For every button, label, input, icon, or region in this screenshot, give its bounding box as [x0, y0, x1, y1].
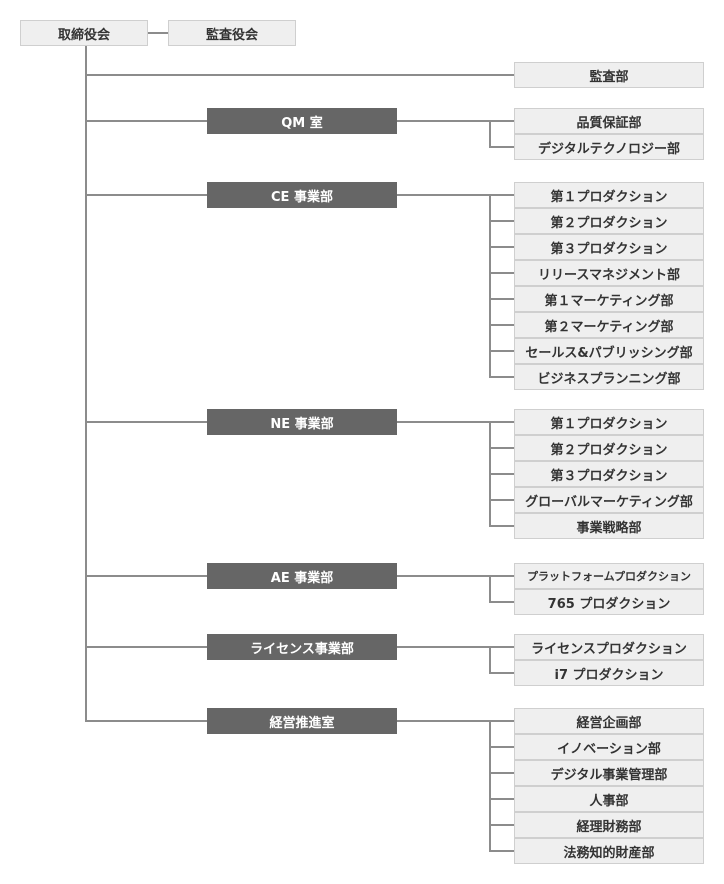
division-connector: [85, 421, 207, 423]
division-to-dept-connector: [397, 120, 514, 122]
department-box: 765 プロダクション: [514, 589, 704, 615]
board-of-directors-box: 取締役会: [20, 20, 148, 46]
department-box: セールス&パブリッシング部: [514, 338, 704, 364]
department-box: 経営企画部: [514, 708, 704, 734]
dept-connector: [489, 672, 514, 674]
department-box: 第１プロダクション: [514, 182, 704, 208]
audit-department-box: 監査部: [514, 62, 704, 88]
division-connector: [85, 194, 207, 196]
dept-connector: [489, 473, 514, 475]
dept-connector: [489, 850, 514, 852]
audit-dept-connector: [85, 74, 514, 76]
department-box: 第１プロダクション: [514, 409, 704, 435]
dept-connector: [489, 525, 514, 527]
dept-connector: [489, 824, 514, 826]
dept-connector: [489, 746, 514, 748]
board-auditors-connector: [148, 32, 168, 34]
division-box: CE 事業部: [207, 182, 397, 208]
dept-connector: [489, 324, 514, 326]
division-box: 経営推進室: [207, 708, 397, 734]
department-box: 法務知的財産部: [514, 838, 704, 864]
dept-connector: [489, 772, 514, 774]
dept-branch-line: [489, 120, 491, 148]
division-connector: [85, 646, 207, 648]
dept-connector: [489, 246, 514, 248]
department-box: 事業戦略部: [514, 513, 704, 539]
dept-connector: [489, 447, 514, 449]
dept-connector: [489, 376, 514, 378]
dept-branch-line: [489, 720, 491, 852]
department-box: 第３プロダクション: [514, 461, 704, 487]
division-to-dept-connector: [397, 421, 514, 423]
main-trunk-line: [85, 46, 87, 721]
division-to-dept-connector: [397, 194, 514, 196]
division-box: ライセンス事業部: [207, 634, 397, 660]
division-box: NE 事業部: [207, 409, 397, 435]
department-box: i7 プロダクション: [514, 660, 704, 686]
department-box: 人事部: [514, 786, 704, 812]
department-box: 品質保証部: [514, 108, 704, 134]
department-box: グローバルマーケティング部: [514, 487, 704, 513]
department-box: ビジネスプランニング部: [514, 364, 704, 390]
dept-connector: [489, 601, 514, 603]
department-box: 第２プロダクション: [514, 208, 704, 234]
division-to-dept-connector: [397, 575, 514, 577]
department-box: デジタル事業管理部: [514, 760, 704, 786]
dept-connector: [489, 798, 514, 800]
department-box: デジタルテクノロジー部: [514, 134, 704, 160]
dept-branch-line: [489, 194, 491, 378]
department-box: 第１マーケティング部: [514, 286, 704, 312]
division-to-dept-connector: [397, 646, 514, 648]
division-connector: [85, 720, 207, 722]
division-box: QM 室: [207, 108, 397, 134]
dept-branch-line: [489, 575, 491, 603]
dept-connector: [489, 220, 514, 222]
dept-connector: [489, 298, 514, 300]
department-box: イノベーション部: [514, 734, 704, 760]
dept-connector: [489, 146, 514, 148]
division-to-dept-connector: [397, 720, 514, 722]
dept-connector: [489, 350, 514, 352]
dept-branch-line: [489, 646, 491, 674]
department-box: 第２プロダクション: [514, 435, 704, 461]
department-box: リリースマネジメント部: [514, 260, 704, 286]
division-box: AE 事業部: [207, 563, 397, 589]
dept-connector: [489, 272, 514, 274]
department-box: 第２マーケティング部: [514, 312, 704, 338]
audit-board-box: 監査役会: [168, 20, 296, 46]
dept-connector: [489, 499, 514, 501]
division-connector: [85, 575, 207, 577]
department-box: ライセンスプロダクション: [514, 634, 704, 660]
department-box: プラットフォームプロダクション: [514, 563, 704, 589]
division-connector: [85, 120, 207, 122]
department-box: 経理財務部: [514, 812, 704, 838]
department-box: 第３プロダクション: [514, 234, 704, 260]
